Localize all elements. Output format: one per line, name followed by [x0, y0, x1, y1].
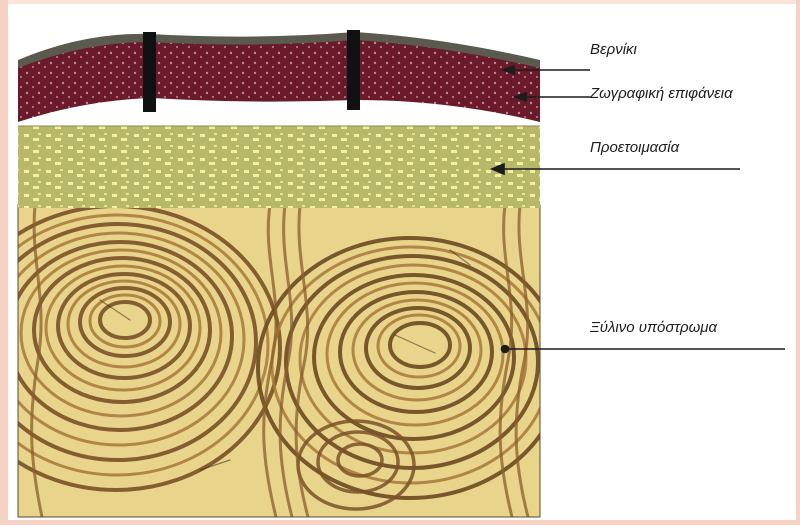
ground-label: Προετοιμασία [590, 140, 679, 155]
wood-support-layer [0, 205, 562, 517]
paint-label: Ζωγραφική επιφάνεια [590, 86, 733, 101]
varnish-label: Βερνίκι [590, 42, 637, 57]
ground-layer [18, 126, 540, 208]
support-label: Ξύλινο υπόστρωμα [590, 320, 717, 335]
